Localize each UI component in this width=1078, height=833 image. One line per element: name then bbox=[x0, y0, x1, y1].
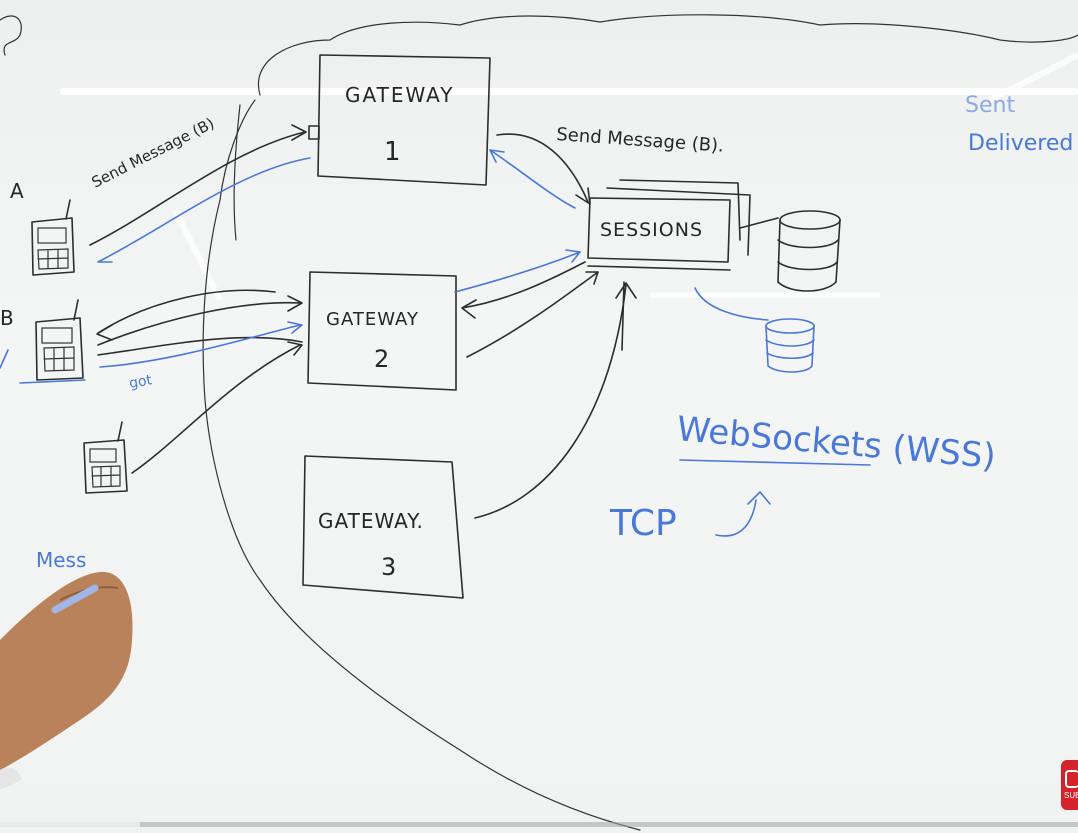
phone-b-icon bbox=[35, 299, 84, 381]
arrow-vertical-to-sessions bbox=[621, 281, 625, 351]
gateway-1-box: GATEWAY 1 bbox=[308, 54, 491, 186]
gateway-2-number: 2 bbox=[374, 345, 389, 373]
arrow-gateway1-to-sessions bbox=[496, 133, 589, 203]
subscribe-icon bbox=[1065, 770, 1078, 788]
blue-arrow-gateway2-to-sessions bbox=[454, 249, 581, 293]
arrow-b-to-gateway2-mid bbox=[97, 336, 303, 356]
gateway-3-number: 3 bbox=[381, 553, 396, 581]
glare-streak-left bbox=[172, 208, 223, 302]
presenter-hand bbox=[0, 571, 133, 790]
note-delivered: Delivered bbox=[968, 131, 1073, 156]
gateway-1-title: GATEWAY bbox=[345, 83, 455, 107]
ack-label: got bbox=[128, 372, 154, 392]
send-message-right-label: Send Message (B). bbox=[556, 124, 725, 157]
ack-arrow-to-a bbox=[97, 157, 311, 263]
ack-arrow-b-to-gateway2 bbox=[99, 321, 303, 368]
client-a-label: A bbox=[10, 179, 24, 203]
gateway-3-title: GATEWAY. bbox=[318, 509, 424, 533]
gateway-1-number: 1 bbox=[384, 137, 401, 167]
corner-scribble bbox=[0, 15, 22, 56]
subscribe-label: SUB bbox=[1064, 791, 1078, 800]
arrow-sessions-to-gateway2 bbox=[461, 261, 586, 319]
arrow-gateway3-to-sessions bbox=[474, 282, 637, 519]
protocol-tcp: TCP bbox=[609, 503, 677, 544]
arrow-gateway2-to-sessions bbox=[466, 271, 599, 358]
arrowhead-sessions bbox=[575, 187, 591, 205]
arrow-gateway2-to-b bbox=[97, 289, 276, 334]
protocol-underline bbox=[679, 459, 871, 466]
arrowhead-gateway1 bbox=[291, 124, 307, 141]
phone-c-icon bbox=[83, 421, 128, 494]
cloud-boundary bbox=[202, 14, 1078, 831]
gateway-3-box: GATEWAY. 3 bbox=[302, 455, 464, 599]
client-b-label: B bbox=[0, 306, 14, 330]
subscribe-button[interactable]: SUB bbox=[1061, 760, 1078, 810]
note-sent: Sent bbox=[965, 93, 1015, 118]
sessions-label: SESSIONS bbox=[600, 219, 703, 241]
database-icon bbox=[739, 210, 841, 292]
arrow-c-to-gateway2 bbox=[131, 341, 303, 474]
phone-a-icon bbox=[31, 199, 75, 276]
gateway-2-title: GATEWAY bbox=[326, 309, 419, 330]
protocol-arrow-up bbox=[715, 491, 771, 537]
arrow-b-to-gateway2-top bbox=[97, 295, 303, 346]
arrowhead-b bbox=[96, 324, 113, 341]
arrow-a-to-gateway1 bbox=[89, 131, 306, 246]
video-progress-bar[interactable] bbox=[0, 822, 1078, 827]
blue-underline-b bbox=[19, 379, 86, 384]
glare-streak-corner bbox=[988, 52, 1078, 103]
glare-streak-top bbox=[60, 88, 1078, 95]
video-progress-fill bbox=[0, 822, 141, 827]
blue-mark-b bbox=[0, 349, 9, 369]
sessions-box: SESSIONS bbox=[587, 179, 751, 271]
ack-arrow-sessions-to-gateway1 bbox=[489, 149, 576, 209]
protocol-websockets: WebSockets (WSS) bbox=[675, 409, 997, 477]
gateway-2-box: GATEWAY 2 bbox=[307, 271, 457, 391]
cache-icon bbox=[694, 287, 815, 373]
cloud-inner-curve bbox=[233, 104, 241, 241]
partial-note: Mess bbox=[36, 548, 86, 572]
